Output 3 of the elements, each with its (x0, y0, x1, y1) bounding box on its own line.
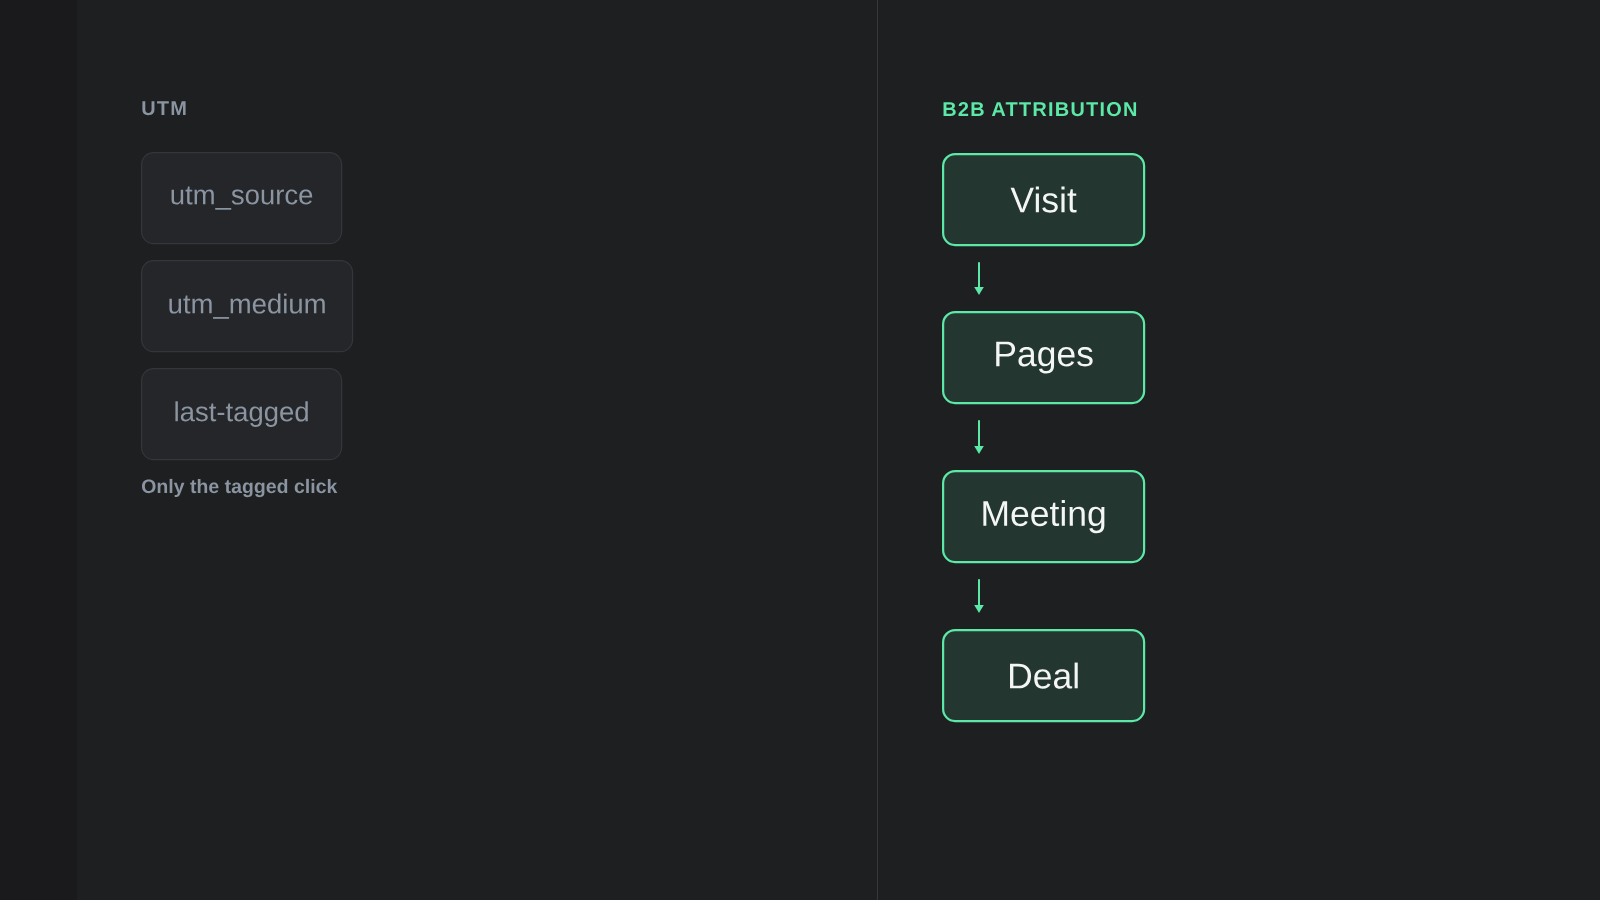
note-text: Only the tagged click (142, 478, 338, 498)
section-heading: UTM (142, 101, 186, 116)
section-heading: B2B ATTRIBUTION (943, 102, 1137, 117)
